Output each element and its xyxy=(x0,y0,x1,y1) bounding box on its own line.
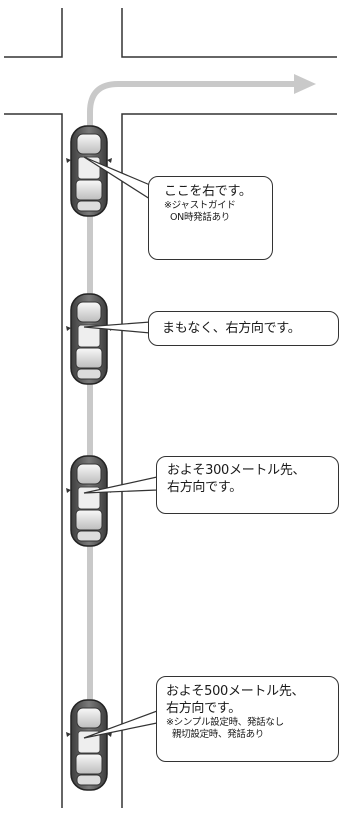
bubble-main-text: 右方向です。 xyxy=(166,701,241,716)
bubble-note: ON時発話あり xyxy=(170,212,230,223)
car-icon xyxy=(65,293,113,385)
bubble-main-text: ここを右です。 xyxy=(164,184,252,199)
bubble-300m: およそ300メートル先、 右方向です。 xyxy=(156,456,339,514)
road-edges xyxy=(4,8,337,808)
callout-pointers xyxy=(83,156,158,739)
bubble-note: ※ジャストガイド xyxy=(164,200,236,211)
route-arrowhead xyxy=(294,74,316,94)
bubble-main-text: まもなく、右方向です。 xyxy=(162,321,301,336)
bubble-note: 親切設定時、発話あり xyxy=(172,729,265,740)
bubble-main-text: およそ500メートル先、 xyxy=(166,684,305,699)
car-icon xyxy=(65,699,113,791)
route-arrow-icon xyxy=(87,81,299,713)
bubble-main-text: 右方向です。 xyxy=(167,480,242,495)
bubble-500m: およそ500メートル先、 右方向です。 ※シンプル設定時、発話なし 親切設定時、… xyxy=(156,676,339,762)
bubble-note: ※シンプル設定時、発話なし xyxy=(166,717,284,728)
bubble-soon: まもなく、右方向です。 xyxy=(148,311,339,346)
car-icon xyxy=(65,455,113,547)
bubble-turn-here: ここを右です。 ※ジャストガイド ON時発話あり xyxy=(148,176,273,260)
bubble-main-text: およそ300メートル先、 xyxy=(167,463,306,478)
